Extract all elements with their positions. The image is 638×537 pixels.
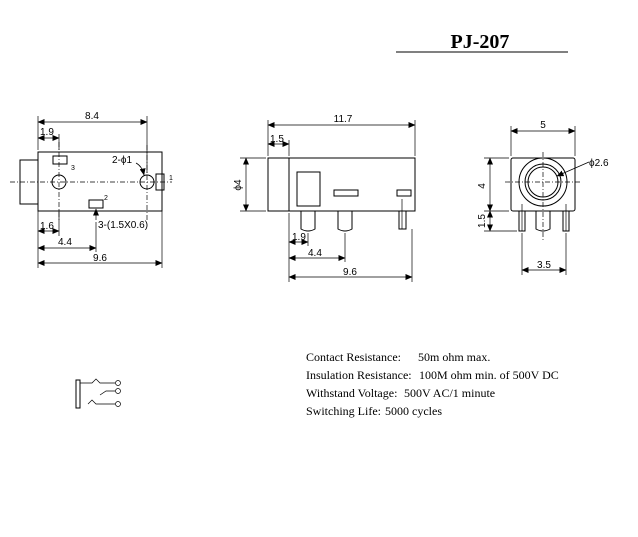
pin-3-label: 3 <box>71 165 75 172</box>
front-view: 3 2 1 8.4 1.9 2-ϕ1 3-(1.5X0.6) 1.6 4.4 9… <box>10 111 173 268</box>
dim-label-9-6-side: 9.6 <box>343 267 357 278</box>
sleeve-contact <box>75 379 81 409</box>
tip-contact-line <box>80 378 115 384</box>
schematic-symbol <box>75 378 121 409</box>
pad-1 <box>155 173 165 191</box>
dim-label-1-5: 1.5 <box>270 134 284 145</box>
pad-2 <box>88 199 104 209</box>
side-body-outline <box>267 157 416 212</box>
sleeve-outline <box>19 159 38 205</box>
part-number-title: PJ-207 <box>451 31 510 53</box>
hole-leader <box>135 162 146 176</box>
side-window <box>296 171 321 207</box>
terminal-2 <box>115 388 121 394</box>
side-pin-1 <box>300 211 316 232</box>
dim-label-4-4: 4.4 <box>58 237 72 248</box>
mounting-hole-left <box>51 174 67 190</box>
end-view: 5 ϕ2.6 4 1.5 3.5 <box>477 120 609 275</box>
dim-label-phi4: ϕ4 <box>233 179 244 191</box>
spec-switching-life-label: Switching Life: <box>306 404 381 418</box>
pad-3 <box>52 155 68 165</box>
spec-switching-life-value: 5000 cycles <box>385 404 442 418</box>
diameter-leader <box>556 161 590 177</box>
spec-contact-resistance-value: 50m ohm max. <box>418 350 490 364</box>
ground-contact-line <box>87 399 115 405</box>
pin-1-label: 1 <box>169 175 173 182</box>
mounting-hole-right <box>139 174 155 190</box>
dim-label-4-4-side: 4.4 <box>308 248 322 259</box>
specifications: Contact Resistance: 50m ohm max. Insulat… <box>306 350 559 418</box>
pin-2-label: 2 <box>104 195 108 202</box>
side-view: 11.7 1.5 ϕ4 1.9 4.4 9.6 <box>233 114 416 282</box>
dim-label-phi2-6: ϕ2.6 <box>589 158 609 169</box>
terminal-3 <box>115 401 121 407</box>
spec-insulation-resistance-value: 100M ohm min. of 500V DC <box>419 368 559 382</box>
spec-insulation-resistance-label: Insulation Resistance: <box>306 368 412 382</box>
dim-label-3-5: 3.5 <box>537 260 551 271</box>
side-pin-2 <box>337 211 353 232</box>
dim-label-1-5-end: 1.5 <box>477 214 488 228</box>
switch-contact-line <box>99 390 115 396</box>
spec-withstand-voltage-label: Withstand Voltage: <box>306 386 397 400</box>
side-slot-right <box>396 189 412 197</box>
dim-label-4: 4 <box>477 183 488 189</box>
dim-label-1-9-side: 1.9 <box>292 232 306 243</box>
title-block: PJ-207 <box>396 31 568 53</box>
end-pin-middle <box>535 211 551 232</box>
dim-label-1-9: 1.9 <box>40 127 54 138</box>
dim-label-5: 5 <box>540 120 546 131</box>
footprint-outline <box>37 151 163 212</box>
dim-label-1-6: 1.6 <box>40 221 54 232</box>
dim-label-9-6: 9.6 <box>93 253 107 264</box>
pad-callout: 3-(1.5X0.6) <box>98 220 148 231</box>
spec-withstand-voltage-value: 500V AC/1 minute <box>404 386 495 400</box>
side-slot-middle <box>333 189 359 197</box>
side-pin-3 <box>398 211 407 230</box>
spec-contact-resistance-label: Contact Resistance: <box>306 350 401 364</box>
hole-callout: 2-ϕ1 <box>112 155 132 166</box>
terminal-1 <box>115 380 121 386</box>
dim-label-11-7: 11.7 <box>334 114 353 125</box>
dim-label-8-4: 8.4 <box>85 111 99 122</box>
